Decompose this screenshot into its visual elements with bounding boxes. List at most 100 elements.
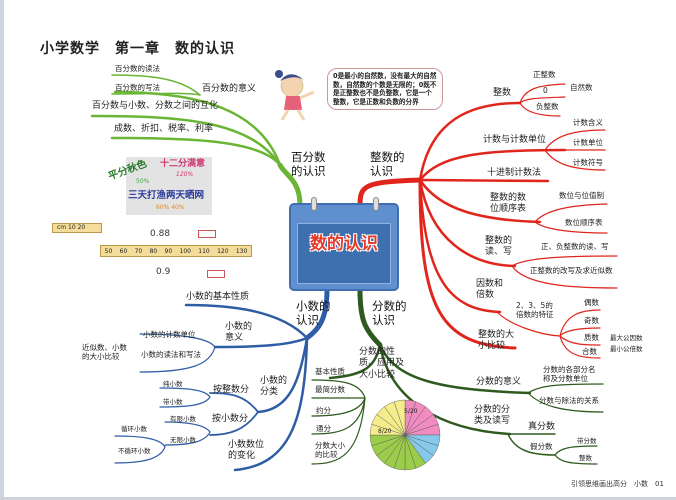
page-edge <box>0 0 4 500</box>
node: 计数含义 <box>573 118 603 127</box>
decimal-branch-lines <box>114 287 330 472</box>
integer-root: 整数的认识 <box>370 150 405 179</box>
node: 小数的基本性质 <box>186 292 250 302</box>
node: 带小数 <box>163 398 183 406</box>
ruler-label-top: 0.88 <box>150 229 171 239</box>
node: 按小数分 <box>212 414 249 424</box>
node: 近似数、小数的大小比较 <box>82 343 127 362</box>
node: 百分数与小数、分数之间的互化 <box>92 101 219 111</box>
node: 整数的读、写 <box>485 236 513 258</box>
node: 基本性质 <box>315 367 345 376</box>
node: 最简分数 <box>315 385 345 394</box>
node: 按整数分 <box>213 385 250 395</box>
center-title: 数的认识 <box>310 234 378 254</box>
node: 质数 <box>584 333 599 342</box>
node: 有限小数 <box>170 415 196 423</box>
ruler-tick: 130 <box>235 248 248 255</box>
node: 十进制计数法 <box>487 168 542 178</box>
ruler-tick: 70 <box>134 248 143 255</box>
node: 数位与位值制 <box>559 191 604 200</box>
node: 正、负整数的读、写 <box>541 242 609 251</box>
node: 计数单位 <box>573 138 603 147</box>
node: 分数大小的比较 <box>315 441 345 460</box>
node: 小数的意义 <box>225 322 253 344</box>
node: 计数与计数单位 <box>483 135 547 145</box>
node: 假分数 <box>530 442 553 451</box>
fraction-pie <box>369 399 441 471</box>
node: 百分数的意义 <box>202 84 257 94</box>
node: 整数 <box>493 88 512 98</box>
node: 偶数 <box>584 298 599 307</box>
pie-label: 8/20 <box>378 428 392 435</box>
page-bottom-edge <box>0 497 676 500</box>
percent-root: 百分数的认识 <box>291 150 326 179</box>
decimal-root: 小数的认识 <box>296 299 331 328</box>
calendar-ring <box>311 197 317 211</box>
node: 最小公倍数 <box>610 345 643 353</box>
node: 分数与除法的关系 <box>539 396 599 405</box>
node: 0 <box>543 86 548 95</box>
idiom-2-percent: 120% <box>176 171 194 178</box>
page-title: 小学数学 第一章 数的认识 <box>40 41 235 57</box>
node: 真分数 <box>528 422 556 432</box>
idiom-3: 三天打渔两天晒网 <box>128 190 205 201</box>
measuring-tape: cm 10 20 <box>52 223 102 233</box>
ruler-tick: 120 <box>217 248 229 255</box>
ruler-tick: 80 <box>149 248 158 255</box>
speech-bubble: 0是最小的自然数，没有最大的自然数，自然数的个数是无限的；0既不是正整数也不是负… <box>327 68 443 110</box>
ruler-tick: 110 <box>198 248 210 255</box>
idiom-percent-poster: 平分秋色 50% 十二分满意 120% 三天打渔两天晒网 60% 40% <box>107 157 212 215</box>
ruler-label-bottom: 0.9 <box>156 267 171 277</box>
node: 因数和倍数 <box>476 279 504 301</box>
node: 百分数的写法 <box>115 83 160 92</box>
fraction-root: 分数的认识 <box>372 299 407 328</box>
cartoon-girl-icon <box>275 70 315 121</box>
node: 最大公因数 <box>610 334 643 342</box>
node: 数位顺序表 <box>565 218 603 227</box>
node: 奇数 <box>584 316 599 325</box>
node: 2、3、5的倍数的特征 <box>516 301 554 320</box>
pie-label: 5/20 <box>404 408 418 415</box>
answer-box-bottom <box>207 270 225 278</box>
node: 分数的性质、应用及大小比较 <box>359 347 405 380</box>
node: 约分 <box>316 406 331 415</box>
node: 正整数 <box>533 70 556 79</box>
center-calendar: 数的认识 <box>289 197 399 291</box>
node: 合数 <box>582 347 597 356</box>
pie-slice <box>393 399 406 436</box>
node: 循环小数 <box>121 425 147 433</box>
idiom-2: 十二分满意 <box>160 159 206 169</box>
node: 分数的分类及读写 <box>474 405 511 427</box>
node: 分数的意义 <box>476 377 522 387</box>
integer-branch-lines <box>357 83 618 359</box>
idiom-1-percent: 50% <box>136 178 150 185</box>
node: 带分数 <box>577 437 597 445</box>
node: 负整数 <box>536 102 559 111</box>
page-footer: 引领思维画出高分 小数 01 <box>571 480 664 488</box>
node: 正整数的改写及求近似数 <box>530 266 613 275</box>
ruler-tick: 90 <box>164 248 173 255</box>
node: 不循环小数 <box>118 447 151 455</box>
node: 通分 <box>316 424 331 433</box>
node: 小数的计数单位 <box>143 330 196 339</box>
node: 无限小数 <box>170 436 196 444</box>
node: 自然数 <box>570 83 593 92</box>
node: 成数、折扣、税率、利率 <box>114 124 214 134</box>
percent-branch-lines <box>90 74 303 208</box>
node: 百分数的读法 <box>115 64 160 73</box>
ruler-tick: 50 <box>104 248 113 255</box>
node: 整数 <box>579 454 592 462</box>
idiom-3-percent: 60% 40% <box>156 204 185 211</box>
node: 小数的读法和写法 <box>141 350 201 359</box>
ruler: 50 60 70 80 90 100 110 120 130 <box>100 245 252 257</box>
node: 计数符号 <box>573 158 603 167</box>
ruler-tick: 100 <box>179 248 191 255</box>
node: 整数的大小比较 <box>478 330 515 352</box>
calendar-ring <box>373 197 379 211</box>
node: 分数的各部分名称及分数单位 <box>543 365 596 384</box>
node: 整数的数位顺序表 <box>490 193 527 215</box>
node: 纯小数 <box>163 380 183 388</box>
ruler-tick: 60 <box>119 248 128 255</box>
node: 小数数位的变化 <box>228 440 265 462</box>
